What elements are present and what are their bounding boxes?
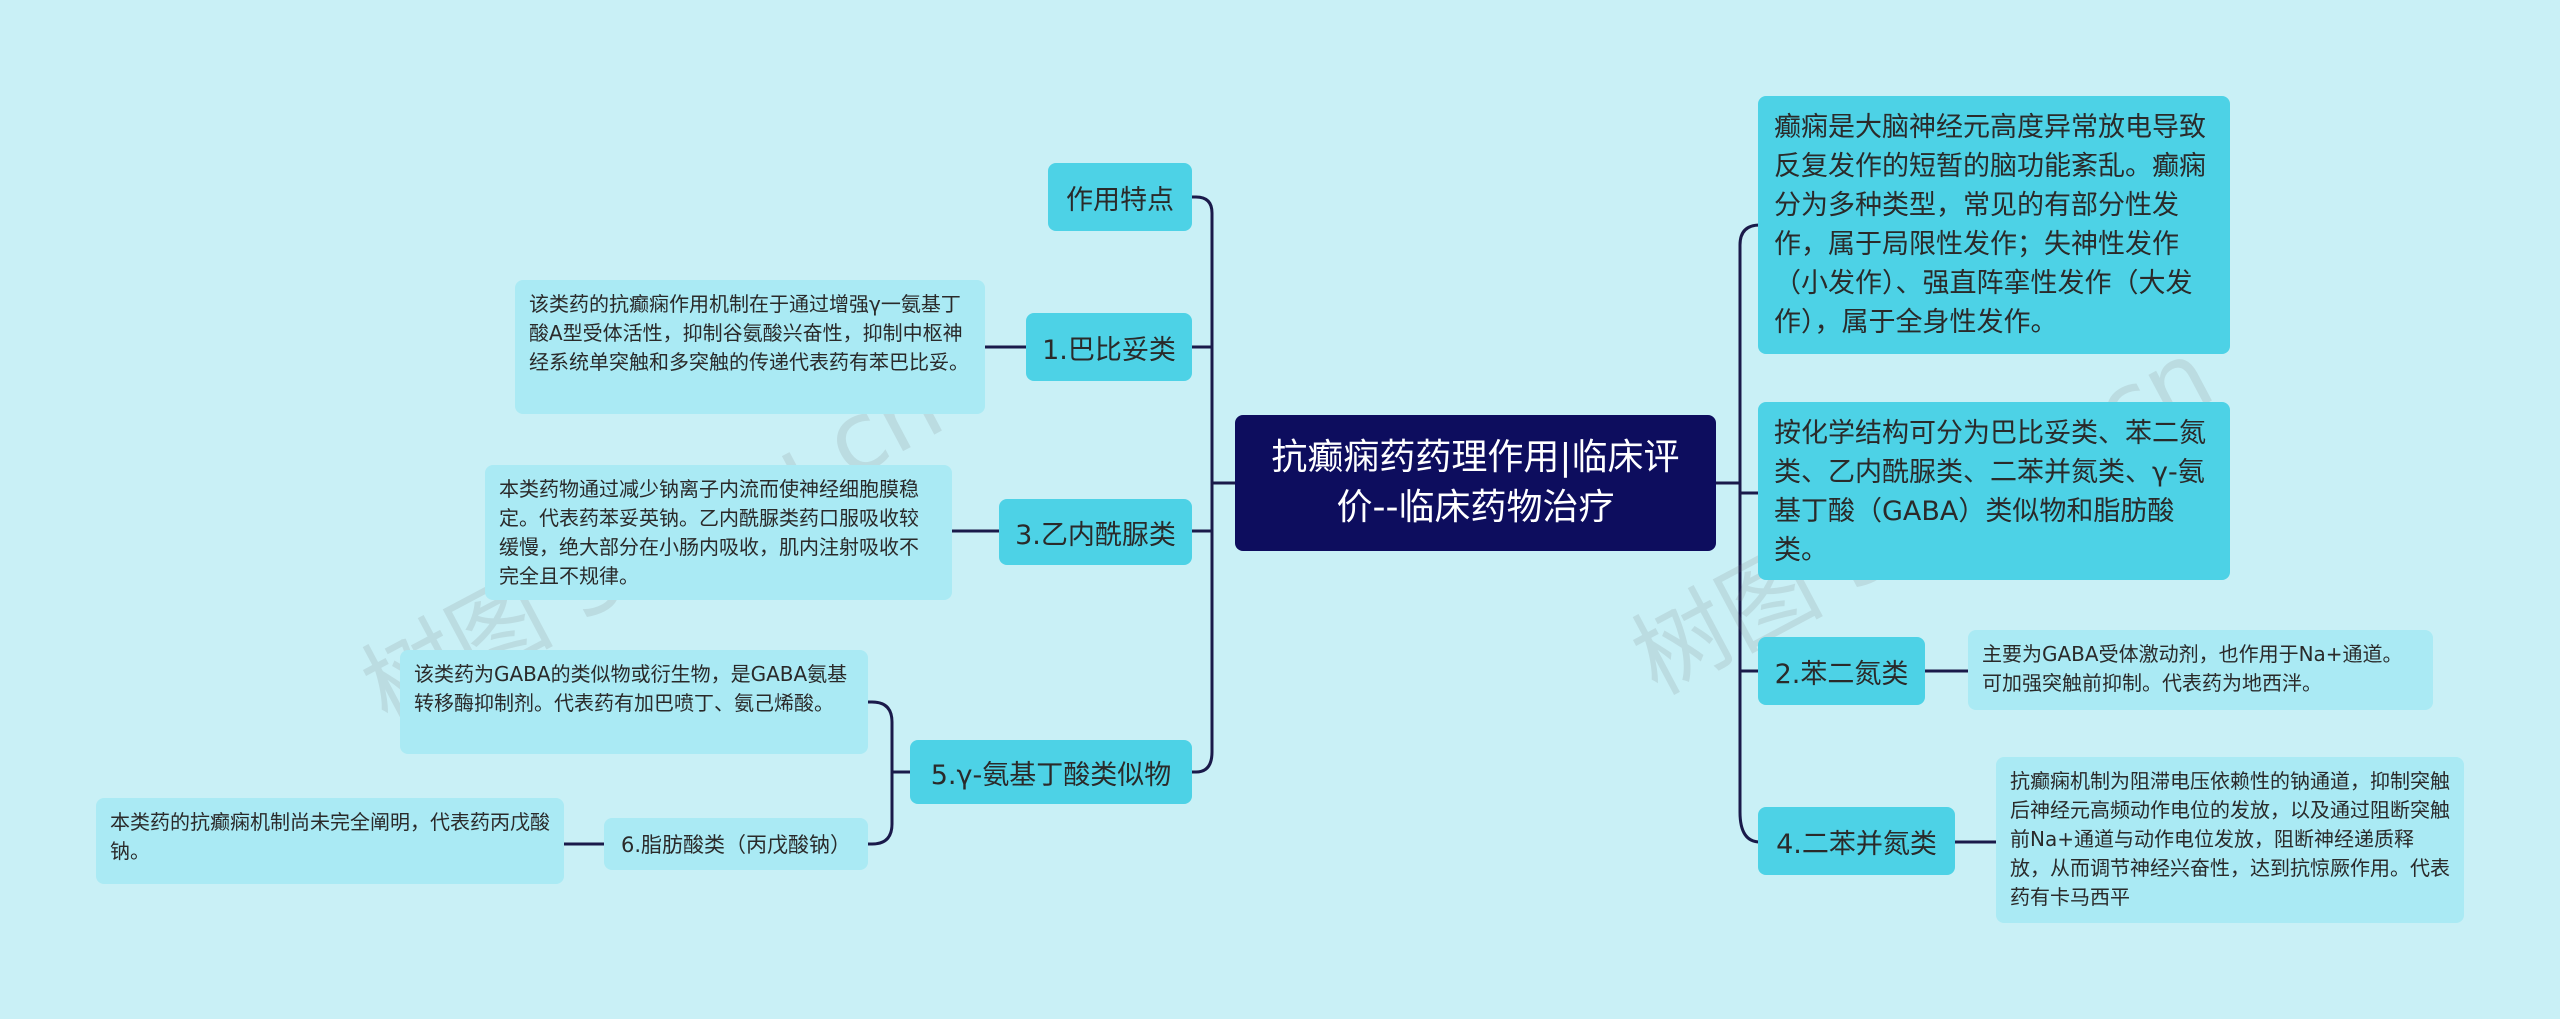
detail-erbenbing[interactable]: 抗癫痫机制为阻滞电压依赖性的钠通道，抑制突触后神经元高频动作电位的发放，以及通过… — [1996, 757, 2464, 923]
topic-zhifangsuan[interactable]: 6.脂肪酸类（丙戊酸钠） — [604, 818, 868, 870]
detail-babitong[interactable]: 该类药的抗癫痫作用机制在于通过增强γ一氨基丁酸A型受体活性，抑制谷氨酸兴奋性，抑… — [515, 280, 985, 414]
connector-to-gaba-detail — [868, 700, 894, 723]
connector-to-erbenbing — [1738, 811, 1761, 844]
topic-intro-classification[interactable]: 按化学结构可分为巴比妥类、苯二氮类、乙内酰脲类、二苯并氮类、γ-氨基丁酸（GAB… — [1758, 402, 2230, 580]
detail-gaba-analog[interactable]: 该类药为GABA的类似物或衍生物，是GABA氨基转移酶抑制剂。代表药有加巴喷丁、… — [400, 650, 868, 754]
topic-erbenbing[interactable]: 4.二苯并氮类 — [1758, 807, 1955, 875]
detail-zhifangsuan[interactable]: 本类药的抗癫痫机制尚未完全阐明，代表药丙戊酸钠。 — [96, 798, 564, 884]
detail-benerdan[interactable]: 主要为GABA受体激动剂，也作用于Na+通道。可加强突触前抑制。代表药为地西泮。 — [1968, 630, 2433, 710]
connector-to-intro1 — [1738, 223, 1761, 246]
connector-to-zuoyong — [1192, 195, 1214, 214]
topic-babitong[interactable]: 1.巴比妥类 — [1026, 313, 1192, 381]
topic-yinei-xiannian[interactable]: 3.乙内酰脲类 — [999, 499, 1192, 565]
topic-intro-definition[interactable]: 癫痫是大脑神经元高度异常放电导致反复发作的短暂的脑功能紊乱。癫痫分为多种类型，常… — [1758, 96, 2230, 354]
detail-yinei-xiannian[interactable]: 本类药物通过减少钠离子内流而使神经细胞膜稳定。代表药苯妥英钠。乙内酰脲类药口服吸… — [485, 465, 952, 600]
topic-benerdan[interactable]: 2.苯二氮类 — [1758, 637, 1925, 705]
topic-gaba-analog[interactable]: 5.γ-氨基丁酸类似物 — [910, 740, 1192, 804]
topic-zuoyong-tedian[interactable]: 作用特点 — [1048, 163, 1192, 231]
connector-to-gaba-sub — [868, 823, 894, 846]
connector-to-gaba — [1192, 751, 1214, 774]
root-topic[interactable]: 抗癫痫药药理作用|临床评价--临床药物治疗 — [1235, 415, 1716, 551]
